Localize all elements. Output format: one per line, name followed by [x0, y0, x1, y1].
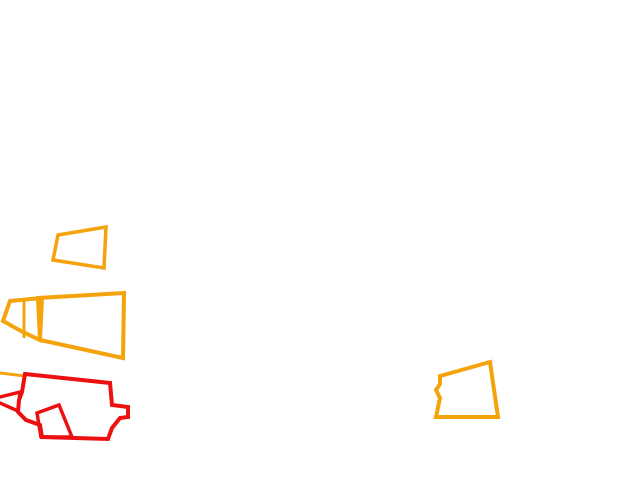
orange-shapes [0, 224, 501, 419]
red-polygon-left-edge [0, 389, 23, 414]
red-quad-inner [35, 402, 75, 439]
orange-quad-right [433, 359, 501, 419]
orange-quad-small [50, 224, 108, 271]
red-shapes [0, 371, 130, 442]
orange-quad-left-inner [0, 295, 45, 344]
orange-quad-left-edge [0, 371, 27, 378]
